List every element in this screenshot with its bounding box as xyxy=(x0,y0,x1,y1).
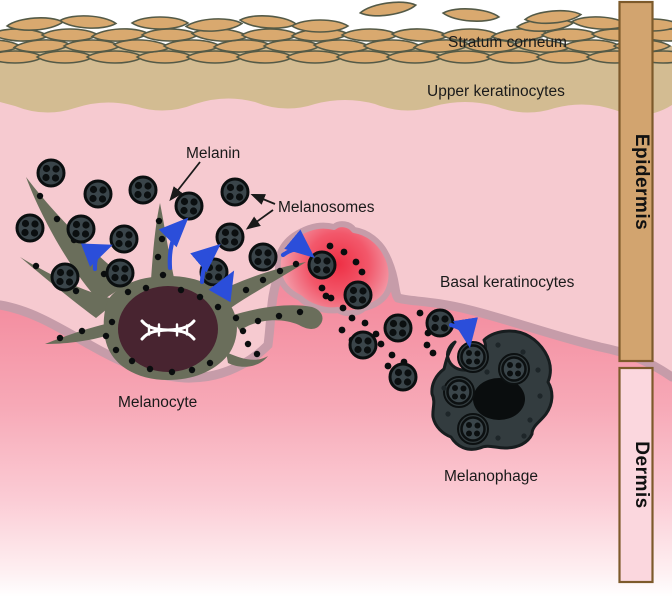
label-melanophage: Melanophage xyxy=(444,468,538,485)
melanophage-nucleus xyxy=(473,378,525,420)
epidermis-bar: Epidermis xyxy=(618,0,654,363)
label-melanin: Melanin xyxy=(186,145,240,162)
cell-tail xyxy=(226,352,268,367)
dna-icon xyxy=(140,319,196,341)
label-pointer-arrows xyxy=(169,161,276,230)
label-melanocyte: Melanocyte xyxy=(118,394,197,411)
melanin-dot-trail xyxy=(318,242,437,370)
melanosome-transfer-arrows xyxy=(80,217,478,349)
melanophage-cell xyxy=(430,329,554,451)
epidermis-bar-label: Epidermis xyxy=(631,134,652,230)
dermis-bar-label: Dermis xyxy=(631,441,652,508)
label-melanosomes: Melanosomes xyxy=(278,199,375,216)
dendrite-vertical xyxy=(150,203,178,297)
dermis-bar: Dermis xyxy=(618,366,654,584)
label-basal-keratinocytes: Basal keratinocytes xyxy=(440,274,575,291)
label-upper-keratinocytes: Upper keratinocytes xyxy=(427,83,565,100)
label-stratum-corneum: Stratum corneum xyxy=(448,34,567,51)
